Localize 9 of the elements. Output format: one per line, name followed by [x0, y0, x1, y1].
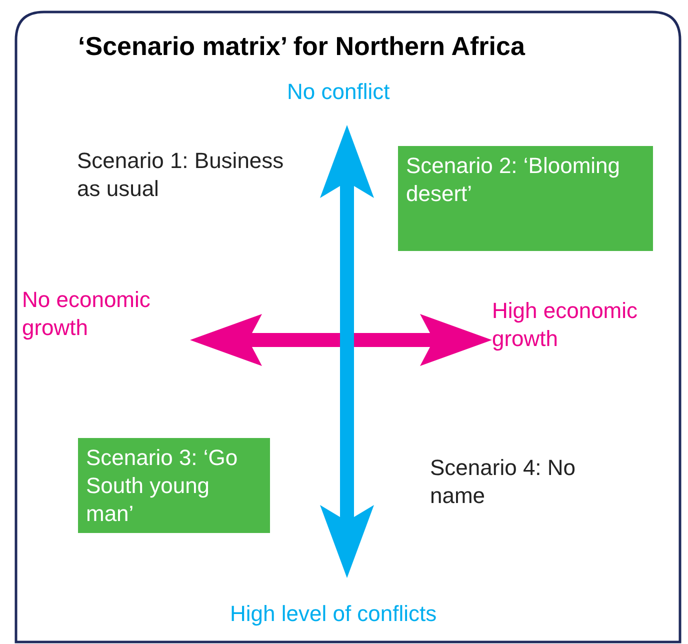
- axis-label: High level of conflicts: [230, 600, 438, 628]
- scenario-label: Scenario 4: No name: [430, 454, 577, 510]
- scenario-box: Scenario 3: ‘Go South young man’: [78, 438, 270, 533]
- scenario-box: Scenario 2: ‘Blooming desert’: [398, 146, 653, 251]
- axis-label: No conflict: [287, 78, 391, 106]
- axis-label: No economic growth: [22, 286, 152, 342]
- axis-label: High economic growth: [492, 297, 639, 353]
- title: ‘Scenario matrix’ for Northern Africa: [78, 30, 525, 62]
- scenario-label: Scenario 1: Business as usual: [77, 147, 285, 203]
